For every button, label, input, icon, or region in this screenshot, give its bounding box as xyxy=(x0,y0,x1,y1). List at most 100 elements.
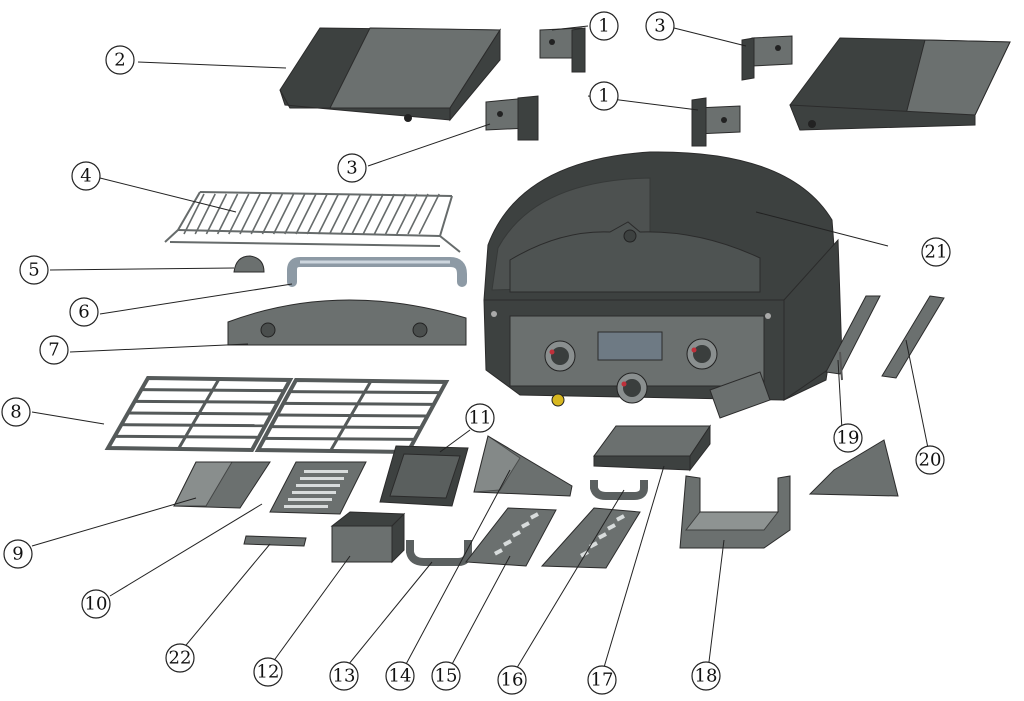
rack-wire xyxy=(351,193,373,235)
callout-20: 20 xyxy=(915,445,945,475)
callout-9: 9 xyxy=(3,539,33,569)
svg-text:1: 1 xyxy=(598,16,609,37)
rack-wire xyxy=(284,193,306,235)
svg-text:22: 22 xyxy=(169,648,192,669)
rack-wire xyxy=(317,193,340,235)
svg-text:9: 9 xyxy=(12,544,23,565)
cooking-grate-left xyxy=(104,375,294,453)
grease-tray xyxy=(379,445,469,507)
callout-21: 21 xyxy=(921,237,951,267)
rack-wire xyxy=(239,193,261,235)
svg-text:16: 16 xyxy=(501,670,524,691)
svg-text:1: 1 xyxy=(598,86,609,107)
svg-text:3: 3 xyxy=(654,16,665,37)
rack-wire xyxy=(205,193,228,235)
tamer-hole xyxy=(512,530,521,538)
callout-6: 6 xyxy=(69,297,99,327)
warming-rack xyxy=(164,191,461,253)
svg-text:11: 11 xyxy=(469,408,492,429)
svg-text:12: 12 xyxy=(257,662,280,683)
drip-tray xyxy=(593,424,711,472)
base-tray xyxy=(679,475,791,549)
svg-text:17: 17 xyxy=(591,670,614,691)
callout-16: 16 xyxy=(497,665,527,695)
rack-wire xyxy=(250,193,272,235)
callout-7: 7 xyxy=(39,335,69,365)
rack-wire xyxy=(306,193,328,235)
bracket-1-top xyxy=(539,27,586,73)
svg-text:7: 7 xyxy=(48,340,59,361)
svg-text:13: 13 xyxy=(333,666,356,687)
grill-body xyxy=(483,151,843,419)
vent-plate xyxy=(269,461,367,515)
rack-wire xyxy=(261,193,284,235)
heat-cap xyxy=(233,255,265,273)
callout-11: 11 xyxy=(465,403,495,433)
svg-text:10: 10 xyxy=(85,594,108,615)
callout-13: 13 xyxy=(329,661,359,691)
callout-17: 17 xyxy=(587,665,617,695)
callout-1a: 1 xyxy=(589,11,619,41)
control-panel-shroud xyxy=(227,299,467,346)
burner-knob-right xyxy=(686,338,718,370)
svg-text:15: 15 xyxy=(435,666,458,687)
grease-handle xyxy=(406,540,472,566)
callout-19: 19 xyxy=(833,423,863,453)
vent-slot xyxy=(300,477,344,480)
cooking-grate-right xyxy=(254,377,450,455)
rack-wire xyxy=(194,193,216,235)
bracket-3-top xyxy=(741,35,793,81)
callout-18: 18 xyxy=(691,661,721,691)
callout-22: 22 xyxy=(165,643,195,673)
heat-deflector xyxy=(173,461,271,509)
tamer-hole xyxy=(598,532,607,540)
tamer-hole xyxy=(616,514,625,522)
callout-12: 12 xyxy=(253,657,283,687)
side-rail-19 xyxy=(825,295,881,381)
svg-text:18: 18 xyxy=(695,666,718,687)
rack-wire xyxy=(228,193,250,235)
svg-text:5: 5 xyxy=(28,260,39,281)
tamer-hole xyxy=(607,523,616,531)
rack-wire xyxy=(396,193,418,235)
svg-text:2: 2 xyxy=(114,50,125,71)
rack-wire xyxy=(418,193,440,235)
flame-tamer-left xyxy=(465,507,557,567)
small-strip xyxy=(243,535,307,547)
tamer-hole xyxy=(530,512,539,520)
left-side-shelf xyxy=(279,27,501,122)
callout-14: 14 xyxy=(385,661,415,691)
rack-wire xyxy=(340,193,362,235)
callout-8: 8 xyxy=(1,397,31,427)
rack-wire xyxy=(373,193,396,235)
svg-text:14: 14 xyxy=(389,666,412,687)
burner-knob-center xyxy=(616,372,648,404)
rack-wire xyxy=(407,193,429,235)
callout-3a: 3 xyxy=(645,11,675,41)
side-rail-20 xyxy=(881,295,945,379)
vent-slot xyxy=(292,491,336,494)
burner-knob-left xyxy=(544,340,576,372)
vent-slot xyxy=(288,498,332,501)
rack-wire xyxy=(216,193,239,235)
lid-handle xyxy=(287,257,467,287)
rack-wire xyxy=(328,193,351,235)
bracket-1-mid xyxy=(691,97,741,147)
callout-3b: 3 xyxy=(337,153,367,183)
rack-wire xyxy=(384,193,407,235)
callout-15: 15 xyxy=(431,661,461,691)
tamer-hole xyxy=(494,548,503,556)
rack-wire xyxy=(295,193,317,235)
rack-wire xyxy=(183,193,205,235)
tamer-hole xyxy=(521,521,530,529)
callout-5: 5 xyxy=(19,255,49,285)
svg-text:4: 4 xyxy=(80,166,91,187)
grate-bar xyxy=(177,378,221,449)
callout-4: 4 xyxy=(71,161,101,191)
svg-text:6: 6 xyxy=(78,302,89,323)
tamer-hole xyxy=(503,539,512,547)
rack-wire xyxy=(272,193,295,235)
bracket-3-mid xyxy=(485,95,539,141)
leader-lines xyxy=(31,25,929,677)
flame-tamer-right xyxy=(540,507,641,569)
